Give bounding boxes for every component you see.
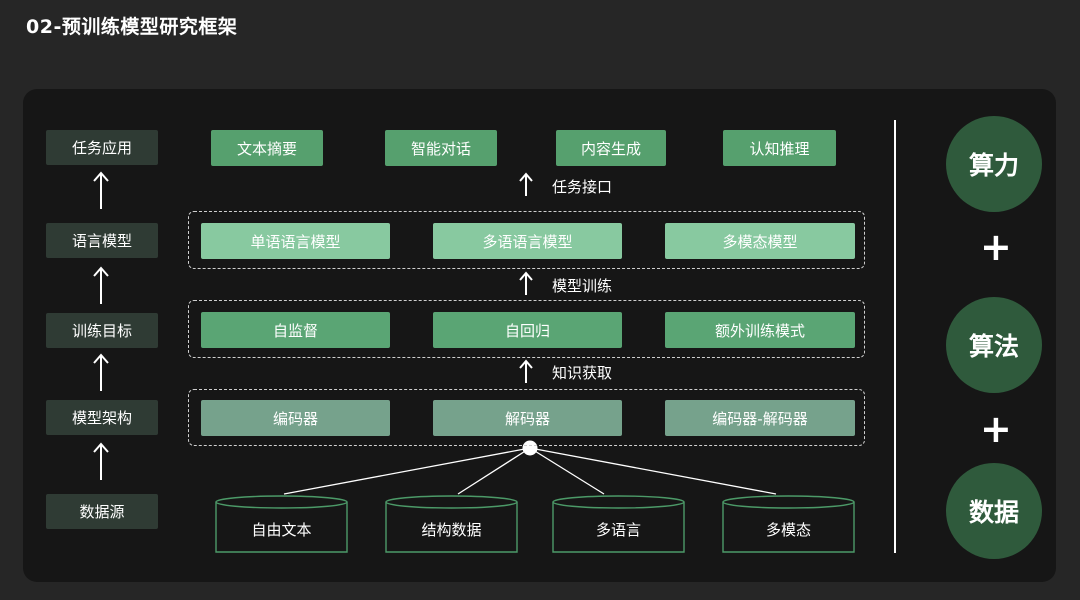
arrow-task-interface — [519, 172, 533, 196]
arrow-model-training — [519, 271, 533, 295]
objective-autoregressive: 自回归 — [433, 312, 622, 348]
objective-extra-training: 额外训练模式 — [665, 312, 855, 348]
app-text-summary: 文本摘要 — [211, 130, 323, 166]
architecture-group — [188, 389, 865, 446]
language-model-group — [188, 211, 865, 269]
left-item-task-application: 任务应用 — [46, 130, 158, 165]
db-cylinder-1 — [215, 495, 348, 553]
db-cylinder-4 — [722, 495, 855, 553]
data-source-structured: 结构数据 — [421, 521, 482, 539]
left-arrow-4 — [93, 442, 109, 480]
fan-line-2 — [457, 447, 531, 495]
left-item-training-objective: 训练目标 — [46, 313, 158, 348]
left-arrows — [93, 171, 109, 480]
training-objective-group — [188, 300, 865, 358]
arch-encoder: 编码器 — [201, 400, 390, 436]
left-item-model-architecture: 模型架构 — [46, 400, 158, 435]
pillar-compute: 算力 — [946, 116, 1042, 212]
left-item-language-model: 语言模型 — [46, 223, 158, 258]
center-arrows — [519, 172, 533, 383]
db-cylinder-2 — [385, 495, 518, 553]
pillar-data: 数据 — [946, 463, 1042, 559]
data-source-multimodal: 多模态 — [765, 521, 811, 539]
arch-encoder-decoder: 编码器-解码器 — [665, 400, 855, 436]
databases — [215, 495, 855, 553]
app-content-generation: 内容生成 — [556, 130, 666, 166]
label-model-training: 模型训练 — [552, 277, 613, 295]
objective-self-supervised: 自监督 — [201, 312, 390, 348]
arch-decoder: 解码器 — [433, 400, 622, 436]
left-arrow-2 — [93, 266, 109, 304]
left-arrow-1 — [93, 171, 109, 209]
plus-sign-1: + — [980, 225, 1012, 269]
pillar-algorithm: 算法 — [946, 297, 1042, 393]
model-multilingual: 多语语言模型 — [433, 223, 622, 259]
label-task-interface: 任务接口 — [552, 178, 613, 196]
app-cognitive-reasoning: 认知推理 — [723, 130, 836, 166]
fan-line-3 — [529, 447, 605, 495]
label-knowledge-acquisition: 知识获取 — [552, 364, 613, 382]
fan-lines — [283, 447, 777, 495]
junction-node — [522, 440, 538, 456]
fan-line-1 — [283, 447, 531, 495]
db-cylinder-3 — [552, 495, 685, 553]
plus-sign-2: + — [980, 407, 1012, 451]
data-source-multilingual: 多语言 — [595, 521, 641, 539]
fan-line-4 — [529, 447, 777, 495]
arrow-knowledge — [519, 359, 533, 383]
model-monolingual: 单语语言模型 — [201, 223, 390, 259]
left-arrow-3 — [93, 353, 109, 391]
data-source-free-text: 自由文本 — [251, 521, 312, 539]
app-smart-dialogue: 智能对话 — [385, 130, 497, 166]
page-title: 02-预训练模型研究框架 — [26, 16, 238, 38]
model-multimodal: 多模态模型 — [665, 223, 855, 259]
left-item-data-source: 数据源 — [46, 494, 158, 529]
